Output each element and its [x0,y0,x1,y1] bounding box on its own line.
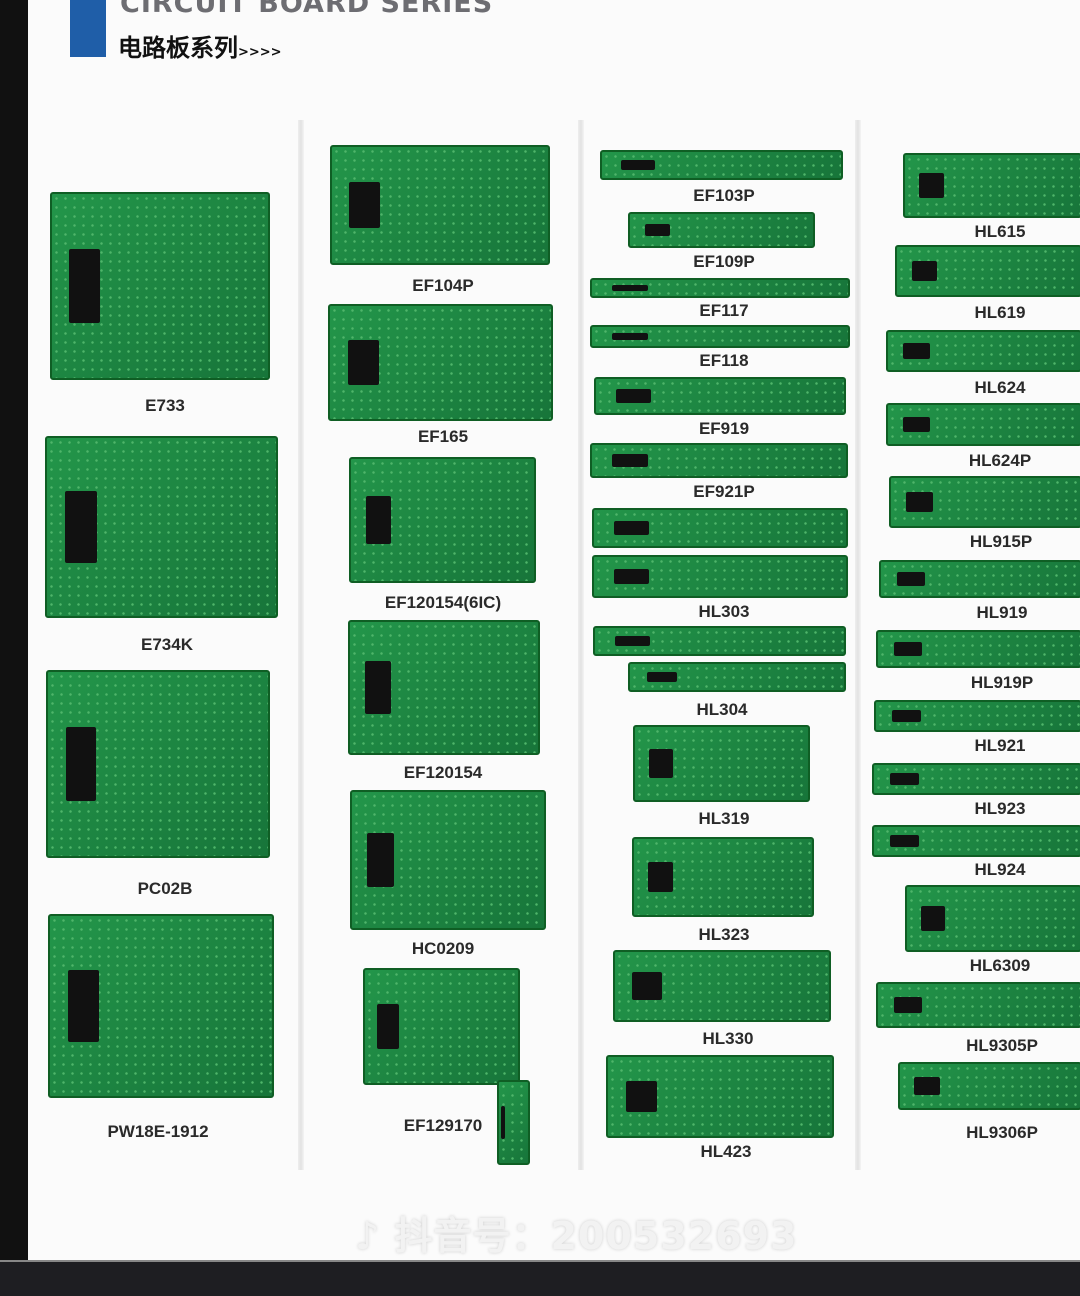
product-label: HL9305P [966,1036,1038,1055]
circuit-board-image [363,968,520,1085]
product-label: HL615 [974,222,1026,241]
product-label: HL619 [974,303,1026,322]
circuit-board-image [350,790,546,930]
circuit-board-image [45,436,278,618]
watermark: ♪ 抖音号：200532693 [355,1214,798,1258]
circuit-board-image [48,914,274,1098]
circuit-board-image [628,662,846,692]
circuit-board-image [600,150,843,180]
circuit-board-image [613,950,831,1022]
product-label: EF103P [693,186,755,205]
product-label: HL624P [968,451,1032,470]
product-label: HL323 [698,925,750,944]
circuit-board-image [50,192,270,380]
circuit-board-image [879,560,1080,598]
circuit-board-image [328,304,553,421]
circuit-board-image [872,825,1080,857]
circuit-board-image [632,837,814,917]
circuit-board-image [606,1055,834,1138]
circuit-board-image [876,630,1080,668]
circuit-board-image [874,700,1080,732]
column-divider [855,120,861,1170]
circuit-board-image [590,325,850,348]
bottom-bar [0,1260,1080,1296]
product-label: HL6309 [969,956,1031,975]
circuit-board-image [872,763,1080,795]
circuit-board-image [905,885,1080,952]
product-label: HL9306P [966,1123,1038,1142]
product-label: E734K [141,635,193,654]
circuit-board-image [330,145,550,265]
column-divider [298,120,304,1170]
circuit-board-image [594,377,846,415]
product-label: HL330 [702,1029,754,1048]
product-label: HL921 [974,736,1026,755]
column-divider [578,120,584,1170]
circuit-board-image [895,245,1080,297]
product-label: HL923 [974,799,1026,818]
product-label: EF109P [693,252,755,271]
circuit-board-image [876,982,1080,1028]
circuit-board-image [886,330,1080,372]
title-cn-text: 电路板系列 [118,34,238,62]
title-arrows: >>>> [238,45,282,60]
circuit-board-image [590,443,848,478]
product-label: EF921P [693,482,755,501]
product-label: HL319 [698,809,750,828]
circuit-board-image [886,403,1080,446]
circuit-board-image [898,1062,1080,1110]
circuit-board-image [349,457,536,583]
product-label: EF120154 [403,763,483,782]
product-label: HL915P [969,532,1033,551]
circuit-board-image [590,278,850,298]
product-label: HL304 [696,700,748,719]
product-label: HL919 [976,603,1028,622]
product-label: EF129170 [403,1116,483,1135]
circuit-board-image [592,508,848,548]
product-label: EF104P [412,276,474,295]
title-english: CIRCUIT BOARD SERIES [120,0,494,19]
circuit-board-image [628,212,815,248]
product-label: HL919P [970,673,1034,692]
product-label: PC02B [137,879,193,898]
product-label: EF120154(6IC) [384,593,502,612]
title-chinese: 电路板系列>>>> [118,28,282,63]
product-label: EF919 [698,419,750,438]
accent-bar [70,0,106,57]
product-label: HL924 [974,860,1026,879]
product-label: EF117 [699,301,749,320]
circuit-board-image [903,153,1080,218]
product-label: EF118 [699,351,749,370]
circuit-board-image [348,620,540,755]
circuit-board-image [592,555,848,598]
product-label: PW18E-1912 [107,1122,209,1141]
circuit-board-image [593,626,846,656]
product-label: HC0209 [411,939,475,958]
circuit-board-image [633,725,810,802]
left-dark-strip [0,0,28,1260]
product-label: HL624 [974,378,1026,397]
product-label: E733 [145,396,185,415]
circuit-board-image [889,476,1080,528]
circuit-board-image [497,1080,530,1165]
product-label: HL423 [700,1142,752,1161]
product-label: EF165 [417,427,469,446]
circuit-board-image [46,670,270,858]
product-label: HL303 [698,602,750,621]
